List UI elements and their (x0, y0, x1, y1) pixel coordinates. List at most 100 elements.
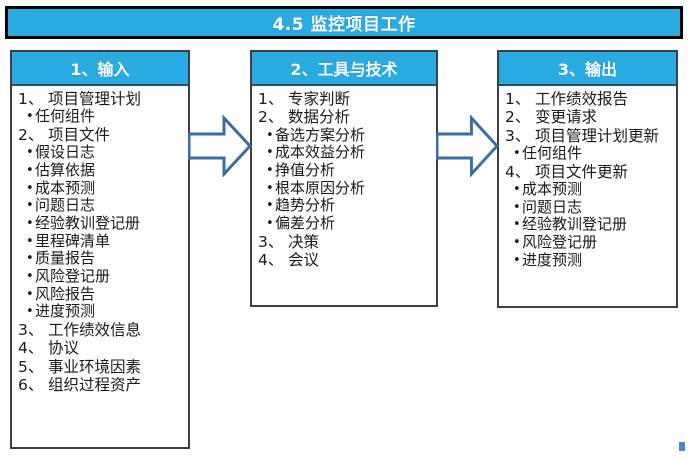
list-item-label: 决策 (288, 232, 320, 251)
list-item-label: 趋势分析 (275, 196, 336, 215)
page-title: 4.5 监控项目工作 (272, 15, 416, 35)
list-marker-bullet-icon: • (26, 233, 34, 249)
list-item-numbered: 4、项目文件更新 (505, 163, 673, 181)
list-item-numbered: 2、项目文件 (18, 126, 185, 144)
list-marker-number: 2、 (258, 108, 284, 127)
list-item-numbered: 3、决策 (258, 233, 433, 251)
list-item-label: 问题日志 (522, 197, 583, 216)
list-item-label: 根本原因分析 (275, 178, 366, 197)
list-marker-number: 6、 (18, 375, 44, 394)
list-item-label: 风险登记册 (35, 267, 111, 286)
list-item-label: 工作绩效报告 (535, 90, 629, 108)
list-item-label: 专家判断 (288, 90, 351, 108)
list-item-bullet: •根本原因分析 (258, 178, 433, 198)
list-item-label: 项目管理计划 (48, 90, 142, 108)
list-marker-number: 2、 (18, 125, 44, 144)
list-item-label: 组织过程资产 (48, 375, 142, 394)
list-marker-bullet-icon: • (26, 162, 34, 178)
column-header-label: 2、工具与技术 (290, 60, 398, 79)
list-marker-bullet-icon: • (266, 198, 274, 214)
list-item-label: 风险报告 (35, 284, 96, 303)
list-marker-bullet-icon: • (26, 304, 34, 320)
list-item-label: 估算依据 (35, 160, 96, 179)
list-item-label: 假设日志 (35, 143, 96, 162)
list-item-label: 事业环境因素 (48, 357, 142, 376)
list-item-numbered: 1、工作绩效报告 (505, 90, 673, 108)
page-title-banner: 4.5 监控项目工作 (5, 6, 683, 39)
list-item-bullet: •风险登记册 (505, 232, 673, 252)
list-marker-bullet-icon: • (26, 109, 34, 125)
list-item-label: 备选方案分析 (275, 125, 366, 144)
list-marker-number: 4、 (505, 162, 531, 181)
list-marker-bullet-icon: • (513, 181, 521, 197)
list-marker-number: 3、 (258, 232, 284, 251)
list-marker-bullet-icon: • (266, 127, 274, 143)
list-marker-bullet-icon: • (266, 162, 274, 178)
list-item-label: 项目管理计划更新 (535, 126, 660, 145)
list-item-numbered: 4、协议 (18, 339, 185, 357)
list-marker-bullet-icon: • (26, 145, 34, 161)
column-header-outputs: 3、输出 (499, 52, 676, 86)
list-item-label: 任何组件 (35, 107, 96, 126)
list-item-bullet: •进度预测 (18, 303, 185, 321)
list-marker-bullet-icon: • (26, 198, 34, 214)
list-item-bullet: •趋势分析 (258, 197, 433, 215)
list-marker-number: 1、 (258, 90, 284, 108)
list-item-bullet: •风险报告 (18, 284, 185, 304)
list-item-label: 经验教训登记册 (35, 214, 141, 232)
list-marker-number: 4、 (258, 250, 284, 269)
list-item-label: 成本预测 (35, 178, 96, 197)
column-header-label: 1、输入 (70, 60, 130, 79)
list-item-numbered: 3、工作绩效信息 (18, 321, 185, 339)
list-item-bullet: •备选方案分析 (258, 125, 433, 145)
list-marker-number: 1、 (505, 90, 531, 108)
list-item-bullet: •经验教训登记册 (18, 214, 185, 233)
list-marker-number: 3、 (505, 126, 531, 145)
list-item-label: 里程碑清单 (35, 231, 111, 250)
list-item-numbered: 4、会议 (258, 251, 433, 269)
list-item-label: 进度预测 (522, 250, 583, 269)
list-item-bullet: •成本效益分析 (258, 144, 433, 162)
list-item-numbered: 6、组织过程资产 (18, 376, 185, 394)
list-item-label: 经验教训登记册 (522, 215, 628, 234)
list-marker-bullet-icon: • (513, 217, 521, 233)
list-item-numbered: 1、项目管理计划 (18, 90, 185, 108)
list-marker-bullet-icon: • (513, 145, 521, 161)
list-item-label: 会议 (288, 250, 320, 269)
list-item-label: 问题日志 (35, 196, 96, 215)
list-item-label: 质量报告 (35, 249, 96, 268)
list-item-numbered: 1、专家判断 (258, 90, 433, 108)
list-marker-number: 5、 (18, 357, 44, 376)
list-item-label: 项目文件更新 (535, 162, 629, 181)
list-item-bullet: •假设日志 (18, 144, 185, 162)
list-item-label: 变更请求 (535, 108, 598, 127)
list-marker-number: 3、 (18, 321, 44, 340)
list-item-bullet: •风险登记册 (18, 267, 185, 286)
list-item-numbered: 3、项目管理计划更新 (505, 127, 673, 145)
list-marker-bullet-icon: • (513, 234, 521, 250)
arrow-right-icon (187, 114, 253, 178)
list-marker-bullet-icon: • (266, 180, 274, 196)
list-item-label: 协议 (48, 339, 80, 358)
list-item-bullet: •任何组件 (505, 144, 673, 163)
list-marker-bullet-icon: • (26, 286, 34, 302)
list-item-bullet: •问题日志 (18, 197, 185, 215)
list-marker-bullet-icon: • (26, 269, 34, 285)
list-item-label: 偏差分析 (275, 214, 336, 232)
list-item-label: 风险登记册 (522, 232, 598, 251)
list-marker-bullet-icon: • (266, 145, 274, 161)
arrow-right-icon (435, 114, 500, 178)
list-item-bullet: •里程碑清单 (18, 231, 185, 251)
list-item-numbered: 2、变更请求 (505, 108, 673, 126)
list-marker-bullet-icon: • (26, 251, 34, 267)
column-header-inputs: 1、输入 (12, 52, 188, 86)
list-marker-number: 2、 (505, 108, 531, 127)
list-item-label: 数据分析 (288, 108, 351, 127)
list-item-bullet: •偏差分析 (258, 214, 433, 233)
list-marker-number: 1、 (18, 90, 44, 108)
